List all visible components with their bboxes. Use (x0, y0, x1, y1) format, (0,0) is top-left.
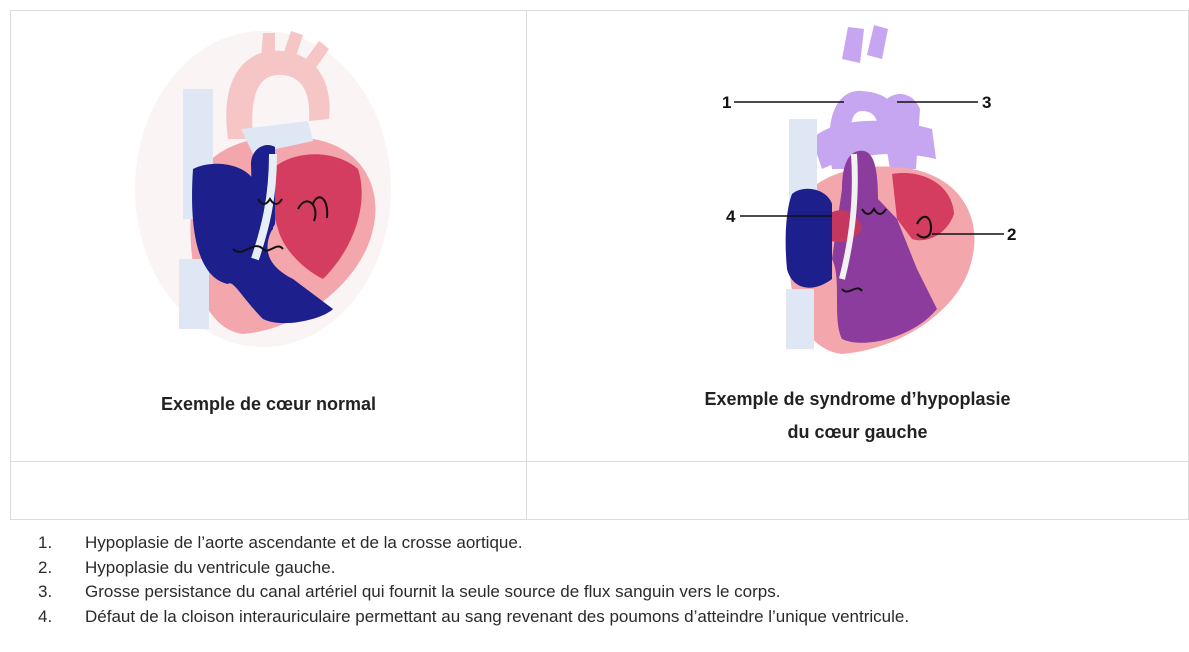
normal-heart-caption: Exemple de cœur normal (11, 388, 526, 421)
hlhs-label-3: 3 (982, 93, 991, 112)
hlhs-caption: Exemple de syndrome d’hypoplasie du cœur… (527, 383, 1188, 449)
note-item: 3. Grosse persistance du canal artériel q… (38, 580, 909, 605)
note-number: 2. (38, 556, 52, 581)
hlhs-label-1: 1 (722, 93, 731, 112)
normal-heart-illustration (133, 29, 393, 349)
empty-cell-right (527, 462, 1189, 520)
note-text: Hypoplasie du ventricule gauche. (85, 558, 335, 577)
normal-heart-cell: Exemple de cœur normal (11, 11, 527, 462)
hlhs-label-4: 4 (726, 207, 736, 226)
hlhs-heart-cell: 1 2 3 4 Exemple de syndrome d’hypoplasie… (527, 11, 1189, 462)
hlhs-heart-illustration: 1 2 3 4 (692, 19, 1022, 359)
hlhs-caption-line-2: du cœur gauche (527, 416, 1188, 449)
note-number: 4. (38, 605, 52, 630)
note-text: Grosse persistance du canal artériel qui… (85, 582, 780, 601)
hlhs-caption-line-1: Exemple de syndrome d’hypoplasie (527, 383, 1188, 416)
note-item: 1. Hypoplasie de l’aorte ascendante et de… (38, 531, 909, 556)
note-text: Hypoplasie de l’aorte ascendante et de l… (85, 533, 523, 552)
note-text: Défaut de la cloison interauriculaire pe… (85, 607, 909, 626)
note-number: 1. (38, 531, 52, 556)
figure-table: Exemple de cœur normal (10, 10, 1189, 520)
note-item: 4. Défaut de la cloison interauriculaire … (38, 605, 909, 630)
hlhs-label-2: 2 (1007, 225, 1016, 244)
note-number: 3. (38, 580, 52, 605)
notes-list: 1. Hypoplasie de l’aorte ascendante et de… (38, 531, 909, 629)
empty-cell-left (11, 462, 527, 520)
note-item: 2. Hypoplasie du ventricule gauche. (38, 556, 909, 581)
